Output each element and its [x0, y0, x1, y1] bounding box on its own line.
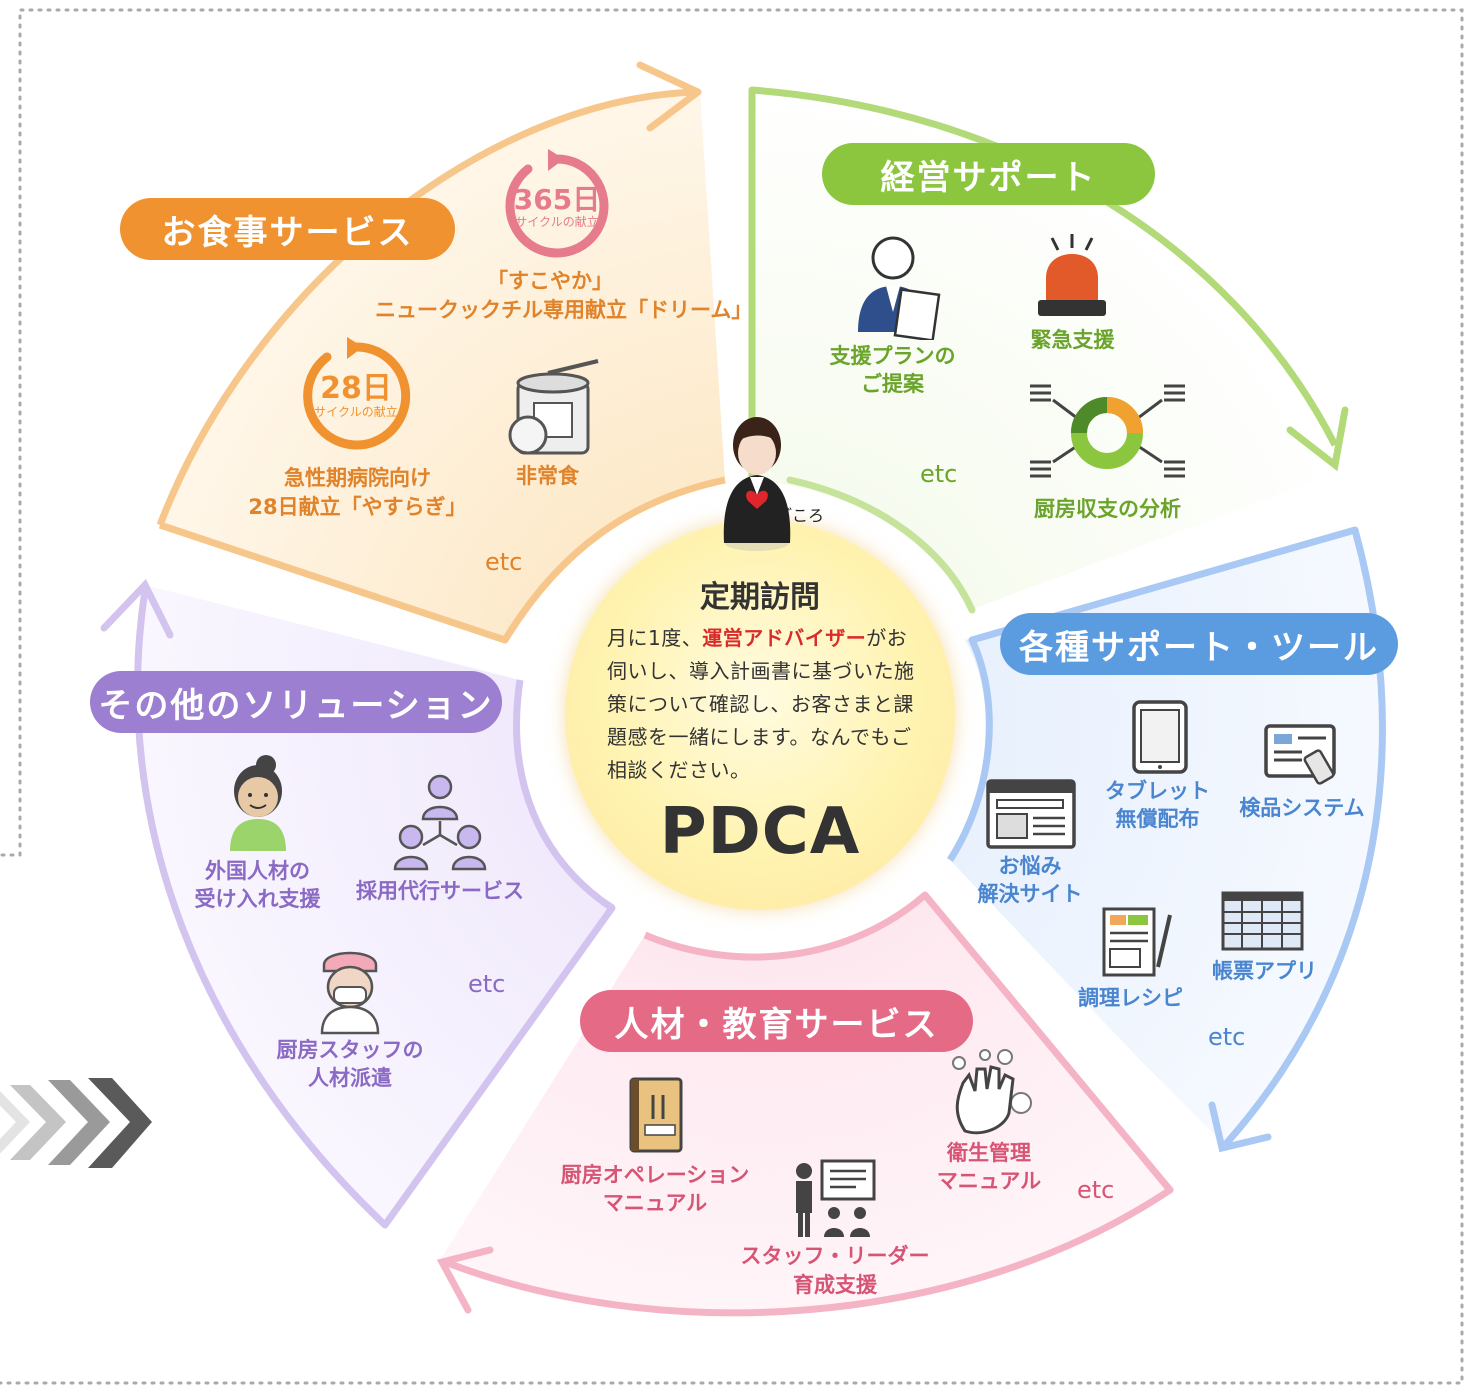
orange-arrowhead: [636, 61, 702, 132]
center-description-prefix: 月に1度、: [607, 626, 703, 650]
kitchen-manual-label-line1: 厨房オペレーション: [560, 1163, 750, 1187]
trouble-site-label-line2: 解決サイト: [977, 882, 1083, 906]
staff-dispatch-label-line1: 厨房スタッフの: [276, 1038, 424, 1062]
kitchen-balance-analysis-label: 厨房収支の分析: [1034, 497, 1181, 521]
tools-sector: [950, 530, 1383, 1145]
cycle-28-number: 28日: [320, 371, 392, 406]
canned-food-icon: [508, 359, 599, 455]
management-etc: etc: [920, 460, 958, 488]
pink-arrowhead: [436, 1246, 494, 1314]
kitchen-manual-label-line2: マニュアル: [602, 1191, 708, 1215]
green-inner-arc: [786, 476, 976, 614]
center-circle: [565, 520, 955, 910]
alarm-light-icon: [1038, 234, 1106, 316]
worker-icon: [230, 755, 286, 851]
form-app-label: 帳票アプリ: [1212, 959, 1317, 983]
tablet-icon: [1132, 700, 1188, 774]
foreign-talent-label-line2: 受け入れ支援: [194, 887, 321, 911]
presentation-icon: [796, 1159, 876, 1237]
tablet-label-line2: 無償配布: [1115, 807, 1200, 831]
cycle-28-caption: サイクルの献立: [314, 405, 398, 419]
purple-arrowhead: [100, 578, 174, 639]
food-sector: [160, 92, 725, 640]
other-solutions-title: その他のソリューション: [90, 671, 502, 733]
food-service-title: お食事サービス: [120, 198, 455, 260]
food-etc: etc: [485, 548, 523, 576]
recruiting-service-label: 採用代行サービス: [356, 879, 524, 903]
other-etc: etc: [468, 970, 506, 998]
spreadsheet-icon: [1221, 891, 1304, 951]
tools-etc: etc: [1208, 1023, 1246, 1051]
food-inner-edge: [158, 476, 726, 644]
recipe-icon: [1102, 907, 1172, 977]
people-network-icon: [393, 774, 487, 871]
tablet-label-line1: タブレット: [1105, 779, 1210, 803]
hr-education-title: 人材・教育サービス: [580, 990, 973, 1052]
hr-etc: etc: [1077, 1176, 1115, 1204]
hr-band: [443, 891, 1174, 1317]
emergency-support-label: 緊急支援: [1030, 328, 1115, 352]
dotted-frame: [0, 8, 1464, 1385]
advisor-highlight: 運営アドバイザー: [702, 626, 867, 650]
cycle-365-icon: [505, 149, 609, 258]
foreign-talent-label-line1: 外国人材の: [205, 859, 310, 883]
dream-menu-label: ニュークックチル専用献立「ドリーム」: [375, 298, 753, 322]
masked-staff-icon: [320, 951, 380, 1035]
hand-wash-icon: [952, 1049, 1032, 1135]
support-plan-label-line2: ご提案: [861, 372, 924, 396]
center-description-rest: がお伺いし、導入計画書に基づいた施策について確認し、お客さまと課題感を一緒にしま…: [607, 626, 915, 782]
cycle-365-number: 365日: [513, 183, 601, 216]
leader-training-label-line2: 育成支援: [793, 1273, 877, 1297]
emergency-food-label: 非常食: [516, 464, 579, 488]
center-description: 月に1度、運営アドバイザーがお伺いし、導入計画書に基づいた施策について確認し、お…: [607, 622, 927, 787]
website-icon: [986, 779, 1076, 849]
acute-hospital-label: 急性期病院向け: [284, 466, 431, 490]
green-arrowhead: [1286, 406, 1349, 472]
inspection-device-icon: [1264, 724, 1336, 785]
cooking-recipe-label: 調理レシピ: [1078, 986, 1183, 1010]
leader-training-label-line1: スタッフ・リーダー: [740, 1244, 930, 1268]
support-plan-label-line1: 支援プランの: [829, 344, 956, 368]
center-title: 定期訪問: [700, 580, 820, 615]
other-band: [134, 589, 616, 1229]
management-sector: [752, 95, 1345, 610]
support-tools-title: 各種サポート・ツール: [1000, 613, 1398, 675]
hygiene-manual-label-line1: 衛生管理: [947, 1141, 1031, 1165]
management-support-title: 経営サポート: [822, 143, 1155, 205]
hygiene-manual-label-line2: マニュアル: [936, 1169, 1042, 1193]
mascot-label: まごころ: [760, 506, 825, 525]
blue-arrowhead: [1208, 1101, 1272, 1153]
sukoyaka-label: 「すこやか」: [487, 269, 613, 293]
staff-dispatch-label-line2: 人材派遣: [308, 1066, 392, 1090]
inspection-system-label: 検品システム: [1239, 796, 1365, 820]
donut-chart-icon: [1030, 384, 1185, 478]
mascot-icon: [723, 417, 791, 551]
chevron-arrows-icon: [0, 1078, 152, 1168]
yasuragi-menu-label: 28日献立「やすらぎ」: [248, 495, 467, 519]
trouble-site-label-line1: お悩み: [998, 854, 1062, 878]
cycle-28-icon: [303, 337, 411, 450]
pdca-label: PDCA: [659, 795, 861, 869]
manual-book-icon: [629, 1077, 683, 1153]
businessman-icon: [858, 236, 941, 340]
cycle-365-caption: サイクルの献立: [515, 215, 599, 229]
